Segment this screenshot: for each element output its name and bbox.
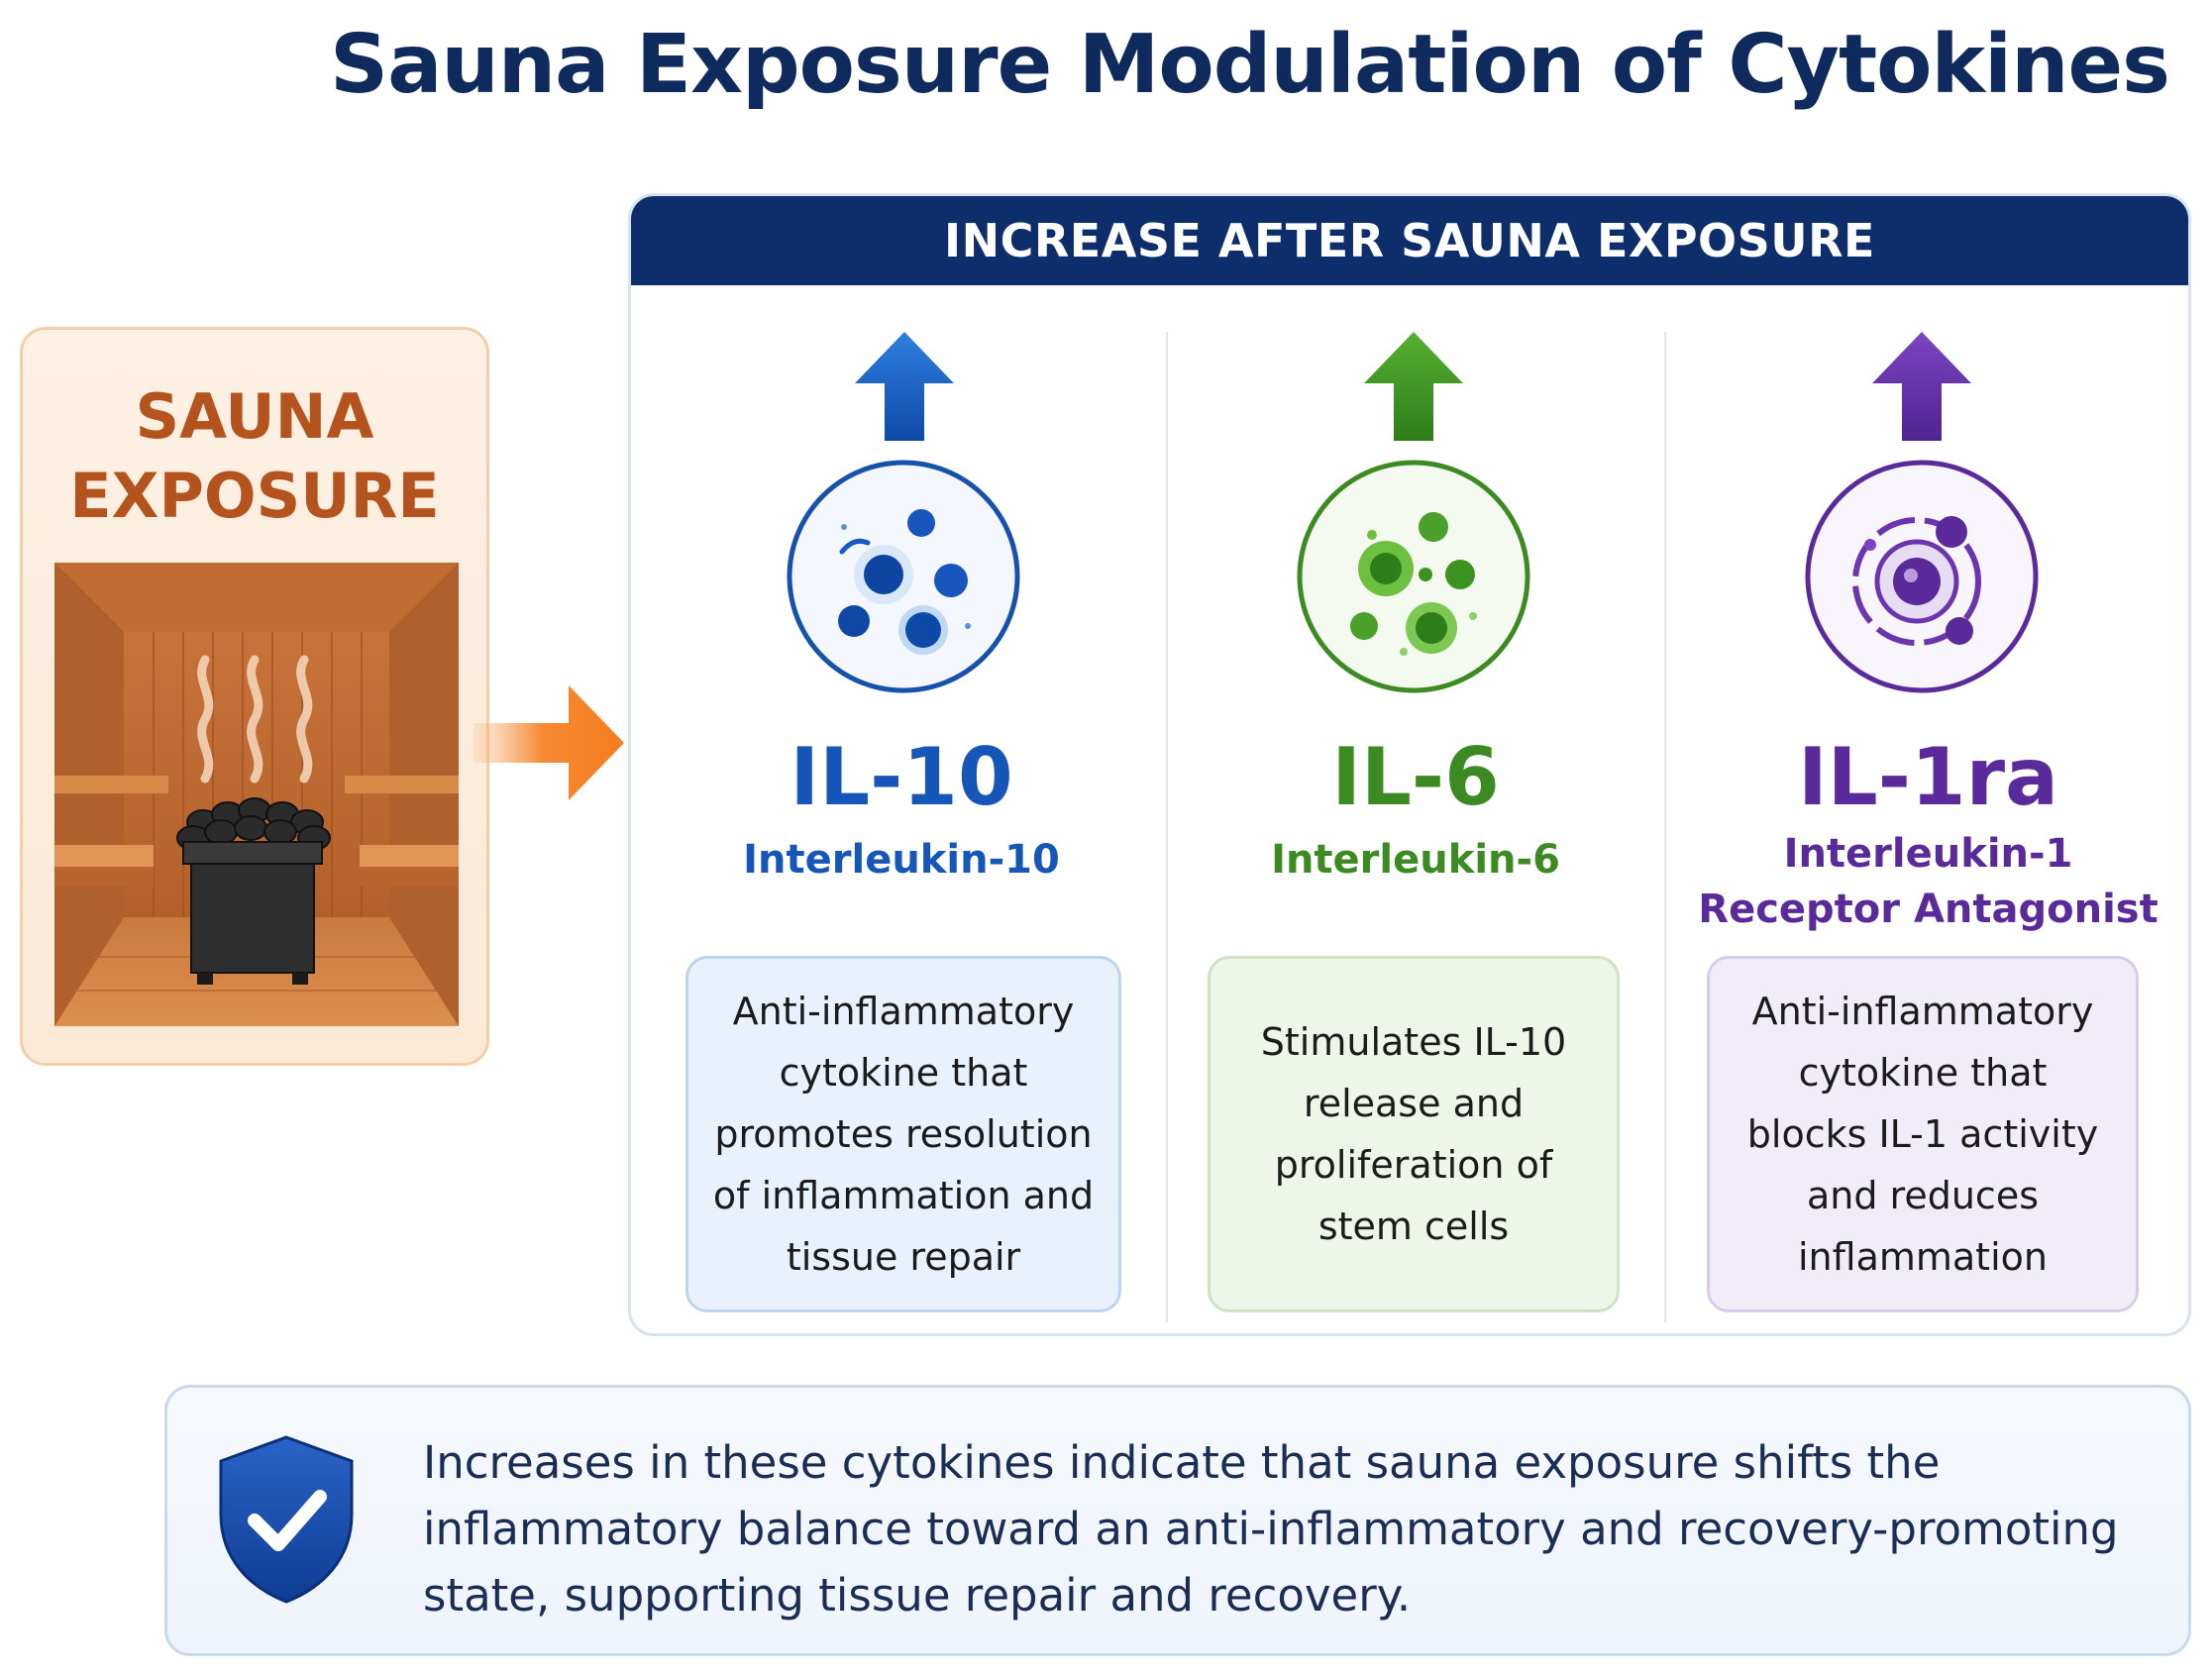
il10-full-name: Interleukin-10 bbox=[743, 837, 1060, 883]
orange-arrow-right-icon bbox=[474, 685, 624, 800]
arrow-up-icon bbox=[1364, 332, 1463, 441]
panel-header: INCREASE AFTER SAUNA EXPOSURE bbox=[631, 196, 2188, 285]
il6-abbrev: IL-6 bbox=[1331, 731, 1500, 823]
shield-check-icon bbox=[219, 1435, 354, 1604]
il1ra-description-box: Anti-inflammatory cytokine that blocks I… bbox=[1707, 956, 2139, 1312]
arrow-up-icon bbox=[1872, 332, 1971, 441]
il1ra-abbrev: IL-1ra bbox=[1797, 731, 2059, 823]
il10-cell-icon bbox=[787, 460, 1020, 693]
il6-description-box: Stimulates IL-10 release and proliferati… bbox=[1208, 956, 1620, 1312]
column-divider bbox=[1664, 332, 1666, 1322]
sauna-room-illustration bbox=[54, 563, 459, 1026]
arrow-up-icon bbox=[855, 332, 954, 441]
il6-cell-icon bbox=[1297, 460, 1530, 693]
conclusion-text: Increases in these cytokines indicate th… bbox=[423, 1436, 2119, 1622]
il6-full-name: Interleukin-6 bbox=[1271, 837, 1560, 883]
sauna-exposure-label: SAUNA EXPOSURE bbox=[69, 380, 440, 532]
column-divider bbox=[1166, 332, 1168, 1322]
sauna-exposure-card: SAUNA EXPOSURE bbox=[20, 327, 489, 1066]
il1ra-cell-icon bbox=[1805, 460, 2039, 693]
il10-abbrev: IL-10 bbox=[790, 731, 1013, 823]
conclusion-note: Increases in these cytokines indicate th… bbox=[164, 1385, 2191, 1656]
il10-description-box: Anti-inflammatory cytokine that promotes… bbox=[685, 956, 1121, 1312]
page-title: Sauna Exposure Modulation of Cytokines bbox=[330, 18, 2170, 112]
il1ra-full-name: Interleukin-1 Receptor Antagonist bbox=[1698, 831, 2159, 932]
